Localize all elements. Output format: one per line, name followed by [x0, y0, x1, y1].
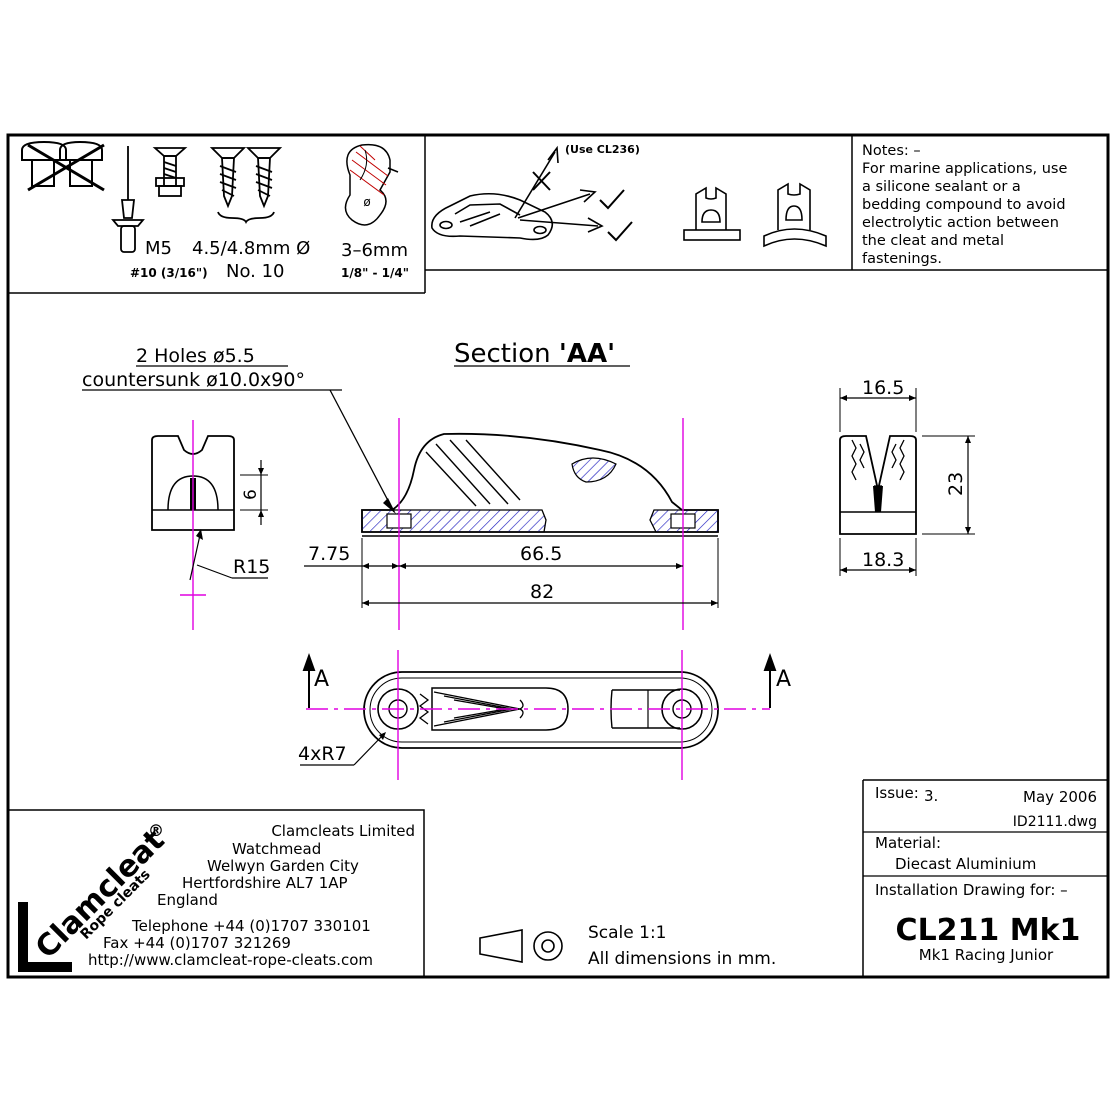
- company-url: http://www.clamcleat-rope-cleats.com: [88, 951, 373, 969]
- dim-23-label: 23: [945, 472, 967, 496]
- product-code: CL211 Mk1: [896, 913, 1081, 948]
- cleat-flat-mount-icon: [683, 186, 741, 241]
- svg-text:ø: ø: [363, 195, 370, 209]
- end-view-right: 16.5 23 18.3: [839, 377, 975, 576]
- company-telephone: Telephone +44 (0)1707 330101: [131, 917, 371, 935]
- notes-line-3: bedding compound to avoid: [862, 197, 1066, 213]
- wood-screws-icon: [209, 147, 283, 225]
- material-label: Material:: [875, 834, 941, 852]
- dim-4xr7-label: 4xR7: [298, 743, 347, 765]
- scale-label: Scale 1:1: [588, 923, 667, 943]
- holes-label: 2 Holes ø5.5: [136, 345, 255, 367]
- company-line-0: Clamcleats Limited: [271, 822, 415, 840]
- dim-r15-label: R15: [233, 556, 270, 578]
- units-label: All dimensions in mm.: [588, 949, 776, 969]
- section-marker-left: A: [314, 667, 329, 692]
- countersunk-label: countersunk ø10.0x90°: [82, 369, 305, 391]
- company-line-1: Watchmead: [232, 840, 321, 858]
- notes-panel: Notes: – For marine applications, use a …: [862, 143, 1067, 267]
- material-value: Diecast Aluminium: [895, 855, 1036, 873]
- rivet-imperial-label: 1/8" - 1/4": [341, 266, 409, 280]
- sheet-border: [6, 133, 1110, 979]
- notes-line-1: For marine applications, use: [862, 161, 1067, 177]
- dim-183-label: 18.3: [862, 549, 904, 571]
- dim-82-label: 82: [530, 581, 554, 603]
- drawing-for-label: Installation Drawing for: –: [875, 881, 1068, 899]
- m5-bolt-icon: [152, 147, 188, 197]
- issue-date: May 2006: [1023, 788, 1097, 806]
- m5-imperial-label: #10 (3/16"): [130, 266, 208, 280]
- company-line-3: Hertfordshire AL7 1AP: [182, 874, 348, 892]
- section-title: Section 'AA': [454, 339, 630, 369]
- dim-775-label: 7.75: [308, 543, 350, 565]
- company-fax: Fax +44 (0)1707 321269: [103, 934, 291, 952]
- projection-symbol: [479, 929, 563, 963]
- drawing-file: ID2111.dwg: [1013, 814, 1097, 830]
- notes-line-5: the cleat and metal: [862, 233, 1004, 249]
- logo-registered-mark: ®: [148, 821, 164, 840]
- section-aa-view: 7.75 66.5 82: [304, 418, 719, 630]
- usage-panel: (Use CL236): [431, 143, 827, 248]
- dim-165-label: 16.5: [862, 377, 904, 399]
- notes-line-4: electrolytic action between: [862, 215, 1059, 231]
- issue-value: 3.: [924, 787, 938, 805]
- self-tapper-icon: ø: [344, 143, 399, 226]
- section-title-prefix: Section: [454, 339, 559, 369]
- notes-line-6: fastenings.: [862, 251, 942, 267]
- dim-665-label: 66.5: [520, 543, 562, 565]
- notes-line-0: Notes: –: [862, 143, 921, 159]
- section-marker-right: A: [776, 667, 791, 692]
- company-line-2: Welwyn Garden City: [207, 857, 359, 875]
- company-block: Clamcleat Rope cleats ® Clamcleats Limit…: [7, 809, 425, 978]
- dim-6-label: 6: [241, 489, 261, 500]
- title-block: Issue: 3. May 2006 ID2111.dwg Material: …: [862, 779, 1108, 977]
- rope-direction-arrows: [514, 145, 604, 233]
- svg-text:Section 'AA': Section 'AA': [454, 339, 615, 369]
- plan-view: A A 4xR7: [298, 650, 791, 780]
- end-view-left: 6 R15: [151, 420, 270, 630]
- cross-icon: [532, 171, 551, 191]
- pan-head-screws-icon: [21, 140, 105, 192]
- screw-diameter-label: 4.5/4.8mm Ø: [192, 238, 310, 259]
- product-description: Mk1 Racing Junior: [919, 946, 1054, 964]
- cleat-iso-icon: [431, 192, 554, 241]
- m5-label: M5: [145, 238, 172, 259]
- use-cl236-note: (Use CL236): [565, 143, 640, 156]
- rivet-range-label: 3–6mm: [341, 240, 408, 261]
- rivet-icon: [111, 146, 145, 253]
- fastener-panel: ø M5 #10 (3/16") 4.5/4.8mm Ø No. 10 3–6m…: [21, 140, 409, 282]
- section-title-name: 'AA': [559, 339, 615, 369]
- screw-number-label: No. 10: [226, 261, 285, 282]
- holes-callout: 2 Holes ø5.5 countersunk ø10.0x90°: [82, 345, 396, 514]
- cleat-curved-mount-icon: [763, 182, 827, 248]
- company-line-4: England: [157, 891, 218, 909]
- check-icon: [599, 189, 633, 242]
- issue-label: Issue:: [875, 784, 919, 802]
- notes-line-2: a silicone sealant or a: [862, 179, 1021, 195]
